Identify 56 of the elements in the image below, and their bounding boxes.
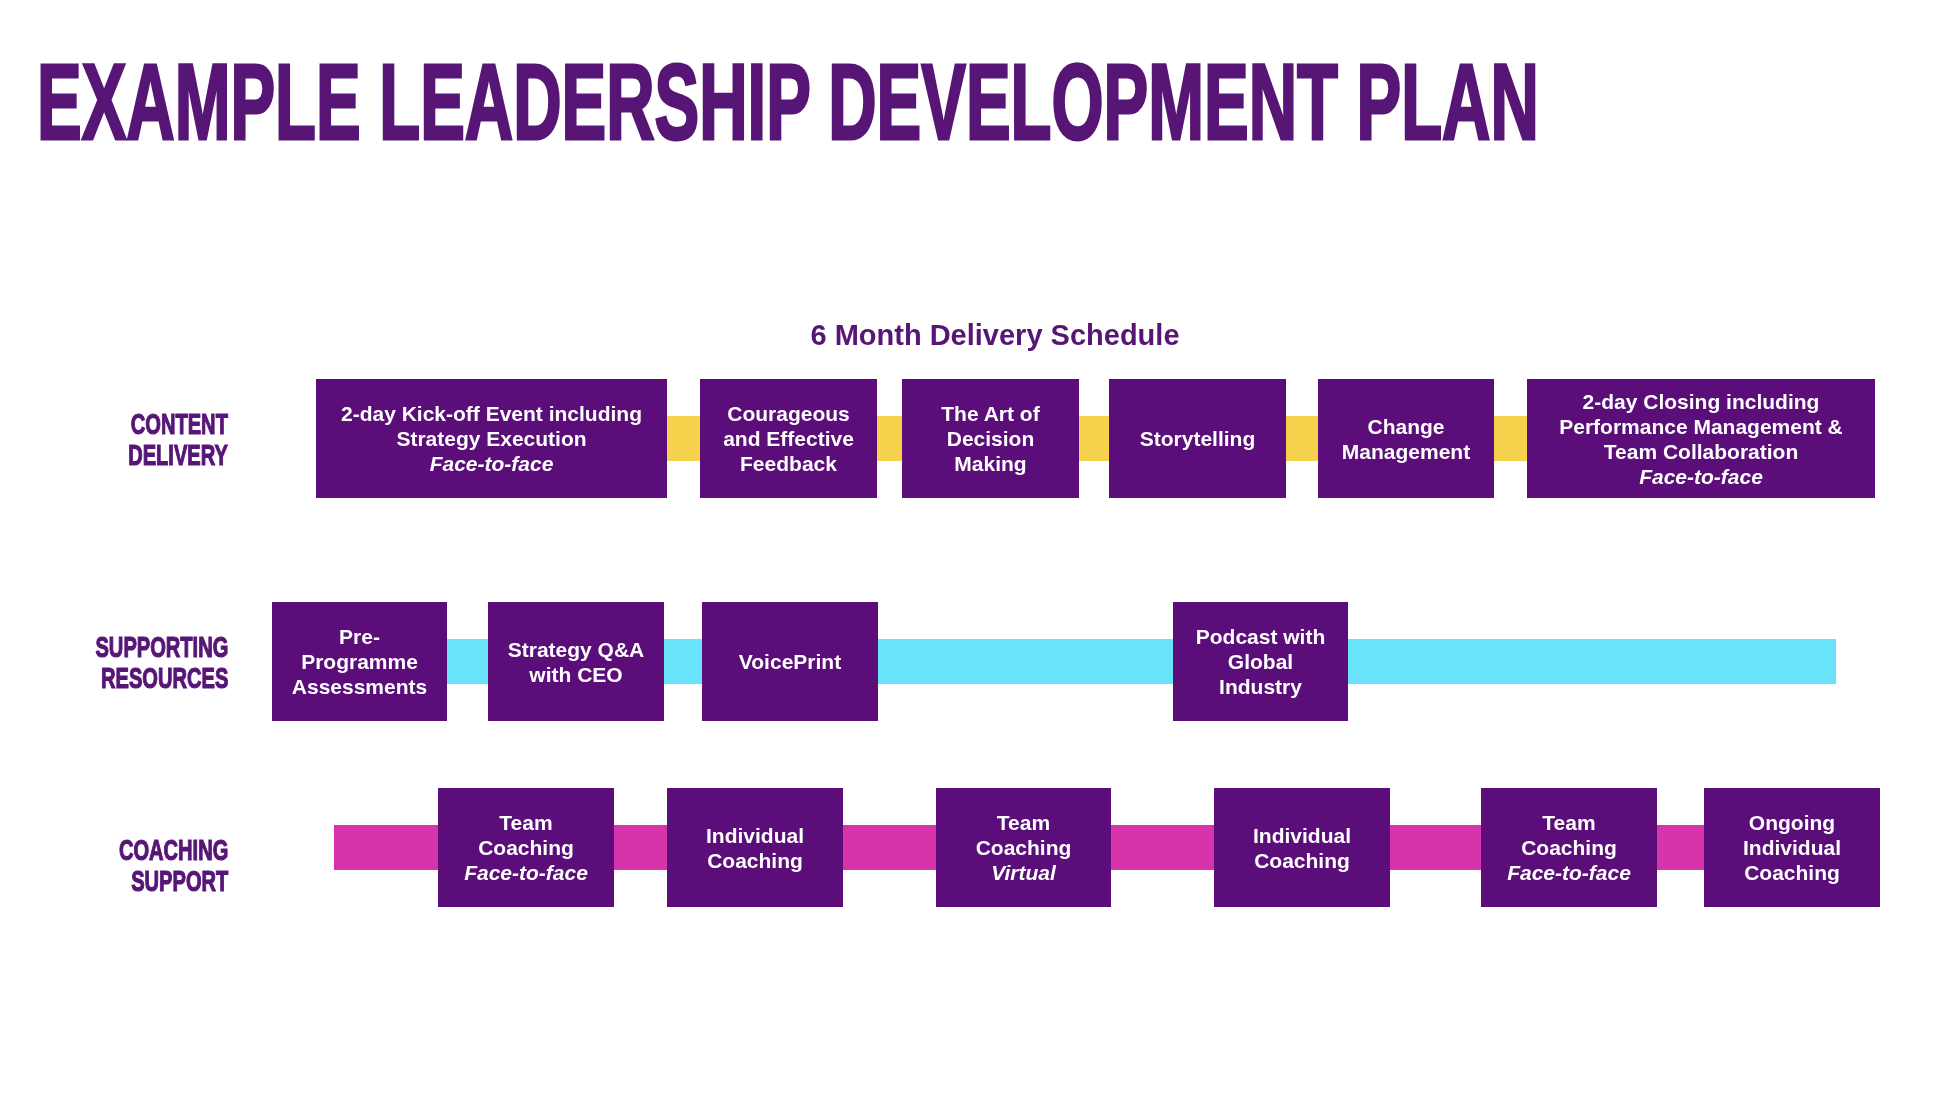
activity-box [1318,379,1494,498]
timeline-band [447,639,488,684]
timeline-band [1348,639,1836,684]
activity-label: Ongoing Individual Coaching [1742,810,1842,885]
activity-label: Pre-Programme Assessments [290,624,429,699]
delivery-mode-label: Face-to-face [1507,860,1631,885]
activity-label: Team Coaching [1520,810,1618,860]
activity-label: Team Coaching [477,810,575,860]
row-label: SUPPORTING RESOURCES [95,631,228,693]
activity-label: VoicePrint [738,649,842,674]
activity-label: 2-day Kick-off Event including Strategy Execution [339,401,643,451]
timeline-band [1657,825,1704,870]
activity-box [1173,602,1348,721]
activity-label: Individual Coaching [705,822,805,873]
timeline-band [667,416,700,461]
timeline-band [1111,825,1214,870]
activity-box [1704,788,1880,907]
activity-label: 2-day Closing including Performance Management & Team Collaboration [1558,388,1844,464]
delivery-mode-label: Face-to-face [464,860,588,885]
activity-box [700,379,877,498]
activity-box [702,602,878,721]
timeline-band [1494,416,1527,461]
timeline-band [878,639,1173,684]
activity-label: Courageous and Effective Feedback [722,401,855,476]
activity-label: Change Management [1340,413,1472,464]
delivery-mode-label: Virtual [991,860,1056,885]
timeline-band [334,825,438,870]
timeline-band [1286,416,1318,461]
timeline-band [1390,825,1481,870]
activity-label: The Art of Decision Making [940,401,1041,476]
page-title: EXAMPLE LEADERSHIP DEVELOPMENT PLAN [37,48,1539,156]
activity-box [272,602,447,721]
delivery-mode-label: Face-to-face [1639,463,1763,489]
timeline-band [614,825,667,870]
activity-box [936,788,1111,907]
activity-box [1214,788,1390,907]
activity-label: Podcast with Global Industry [1194,624,1327,699]
delivery-mode-label: Face-to-face [429,451,554,476]
activity-box [316,379,667,498]
row-label: COACHING SUPPORT [118,834,228,896]
activity-label: Storytelling [1139,426,1256,451]
timeline-band [843,825,936,870]
activity-box [902,379,1079,498]
activity-label: Individual Coaching [1252,822,1352,873]
activity-box [438,788,614,907]
activity-box [667,788,843,907]
activity-box [1109,379,1286,498]
row-label: CONTENT DELIVERY [128,408,228,470]
timeline-band [1079,416,1109,461]
activity-label: Strategy Q&A with CEO [506,636,646,687]
schedule-heading: 6 Month Delivery Schedule [810,318,1180,352]
activity-label: Team Coaching [974,810,1073,860]
timeline-band [877,416,902,461]
activity-box [488,602,664,721]
activity-box [1481,788,1657,907]
activity-box [1527,379,1875,498]
